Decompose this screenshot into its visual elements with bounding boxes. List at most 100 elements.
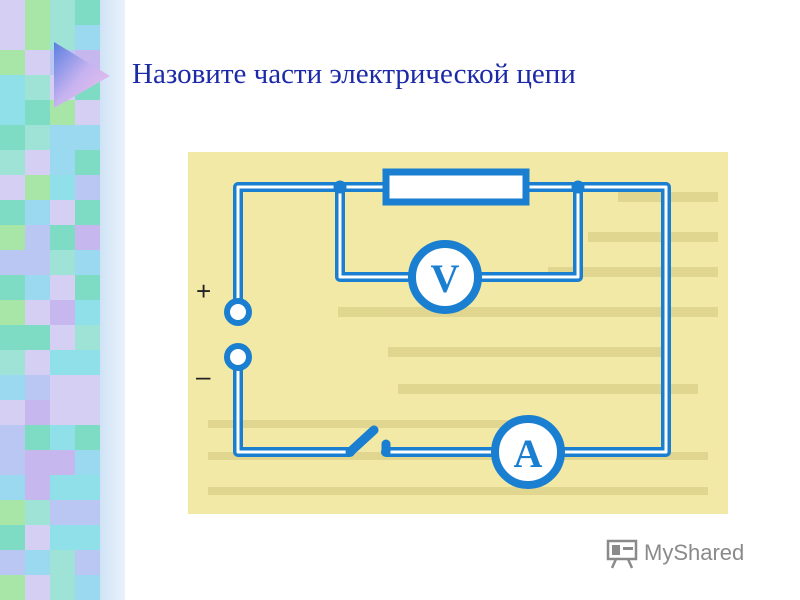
strip-tile bbox=[25, 225, 50, 250]
strip-tile bbox=[50, 150, 75, 175]
terminal-minus bbox=[224, 343, 252, 371]
strip-tile bbox=[0, 525, 25, 550]
strip-tile bbox=[0, 125, 25, 150]
strip-tile bbox=[0, 175, 25, 200]
voltmeter-label: V bbox=[431, 256, 460, 301]
strip-tile bbox=[50, 250, 75, 275]
switch bbox=[345, 425, 391, 457]
strip-tile bbox=[25, 100, 50, 125]
strip-tile bbox=[75, 575, 100, 600]
strip-tile bbox=[25, 425, 50, 450]
projector-logo-icon bbox=[606, 539, 638, 569]
strip-tile bbox=[75, 250, 100, 275]
strip-tile bbox=[50, 275, 75, 300]
ammeter-circle bbox=[491, 415, 565, 489]
strip-tile bbox=[0, 200, 25, 225]
strip-tile bbox=[75, 475, 100, 500]
strip-tile bbox=[75, 400, 100, 425]
strip-tile bbox=[25, 350, 50, 375]
strip-tile bbox=[50, 175, 75, 200]
strip-tile bbox=[0, 50, 25, 75]
strip-tile bbox=[75, 375, 100, 400]
strip-tile bbox=[50, 350, 75, 375]
strip-tile bbox=[25, 525, 50, 550]
strip-tile bbox=[50, 525, 75, 550]
ammeter-label: A bbox=[514, 431, 543, 476]
strip-tile bbox=[50, 200, 75, 225]
strip-tile bbox=[75, 325, 100, 350]
voltmeter: V bbox=[408, 240, 482, 314]
strip-tile bbox=[75, 25, 100, 50]
strip-tile bbox=[0, 325, 25, 350]
terminal-plus bbox=[224, 298, 252, 326]
strip-tile bbox=[25, 175, 50, 200]
strip-tile bbox=[25, 250, 50, 275]
strip-tile bbox=[0, 25, 25, 50]
strip-tile bbox=[50, 450, 75, 475]
switch-lever bbox=[345, 425, 379, 457]
strip-tile bbox=[25, 275, 50, 300]
resistor bbox=[382, 168, 530, 206]
strip-tile bbox=[75, 125, 100, 150]
strip-tile bbox=[75, 300, 100, 325]
junction-left bbox=[333, 180, 347, 194]
strip-tile bbox=[25, 550, 50, 575]
strip-tile bbox=[25, 475, 50, 500]
strip-tile bbox=[75, 100, 100, 125]
strip-tile bbox=[25, 500, 50, 525]
strip-tile bbox=[25, 300, 50, 325]
strip-tile bbox=[75, 175, 100, 200]
strip-tile bbox=[0, 300, 25, 325]
strip-tile bbox=[0, 350, 25, 375]
strip-tile bbox=[75, 425, 100, 450]
strip-tile bbox=[25, 0, 50, 25]
strip-tile bbox=[25, 375, 50, 400]
strip-tile bbox=[50, 400, 75, 425]
strip-tile bbox=[0, 400, 25, 425]
voltmeter-circle bbox=[408, 240, 482, 314]
strip-tile bbox=[0, 575, 25, 600]
strip-tile bbox=[50, 550, 75, 575]
strip-tile bbox=[50, 475, 75, 500]
strip-tile bbox=[75, 200, 100, 225]
strip-tile bbox=[0, 100, 25, 125]
watermark-text: MyShared bbox=[644, 540, 745, 565]
strip-tile bbox=[75, 525, 100, 550]
strip-tile bbox=[0, 475, 25, 500]
strip-tile bbox=[75, 450, 100, 475]
strip-tile bbox=[25, 325, 50, 350]
terminal-plus-label: + bbox=[196, 276, 211, 306]
strip-tile bbox=[0, 425, 25, 450]
triangle-arrow-icon bbox=[54, 42, 110, 108]
strip-tile bbox=[25, 400, 50, 425]
strip-tile bbox=[25, 150, 50, 175]
strip-tile bbox=[50, 300, 75, 325]
strip-tile bbox=[50, 375, 75, 400]
strip-tile bbox=[0, 250, 25, 275]
strip-tile bbox=[0, 0, 25, 25]
strip-tile bbox=[25, 200, 50, 225]
strip-tile bbox=[25, 50, 50, 75]
strip-tile bbox=[25, 25, 50, 50]
strip-tile bbox=[50, 575, 75, 600]
strip-tile bbox=[25, 450, 50, 475]
strip-tile bbox=[50, 500, 75, 525]
strip-tile bbox=[0, 150, 25, 175]
strip-tile bbox=[25, 125, 50, 150]
strip-tile bbox=[75, 550, 100, 575]
strip-tile bbox=[50, 0, 75, 25]
strip-tile bbox=[75, 0, 100, 25]
strip-tile bbox=[75, 275, 100, 300]
ammeter: A bbox=[491, 415, 565, 489]
strip-tile bbox=[0, 375, 25, 400]
strip-tile bbox=[0, 275, 25, 300]
strip-tile bbox=[50, 125, 75, 150]
strip-tile bbox=[0, 450, 25, 475]
terminal-minus-label: – bbox=[196, 361, 211, 391]
strip-tile bbox=[75, 150, 100, 175]
strip-tile bbox=[25, 75, 50, 100]
strip-tile bbox=[0, 500, 25, 525]
strip-tile bbox=[25, 575, 50, 600]
strip-tile bbox=[75, 225, 100, 250]
strip-tile bbox=[0, 225, 25, 250]
